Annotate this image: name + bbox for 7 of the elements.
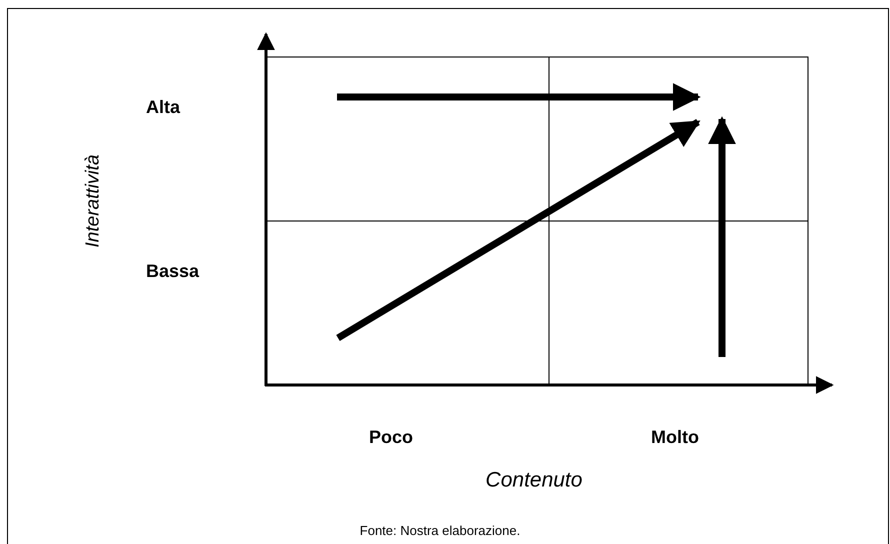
axis-title: Interattività [84,154,102,248]
axis-level-label: Molto [651,428,699,446]
axis-level-label: Alta [146,98,180,116]
source-note: Fonte: Nostra elaborazione. [360,524,520,537]
axis-level-label: Poco [369,428,413,446]
axis-title: Contenuto [486,470,582,490]
axis-level-label: Bassa [146,262,200,280]
